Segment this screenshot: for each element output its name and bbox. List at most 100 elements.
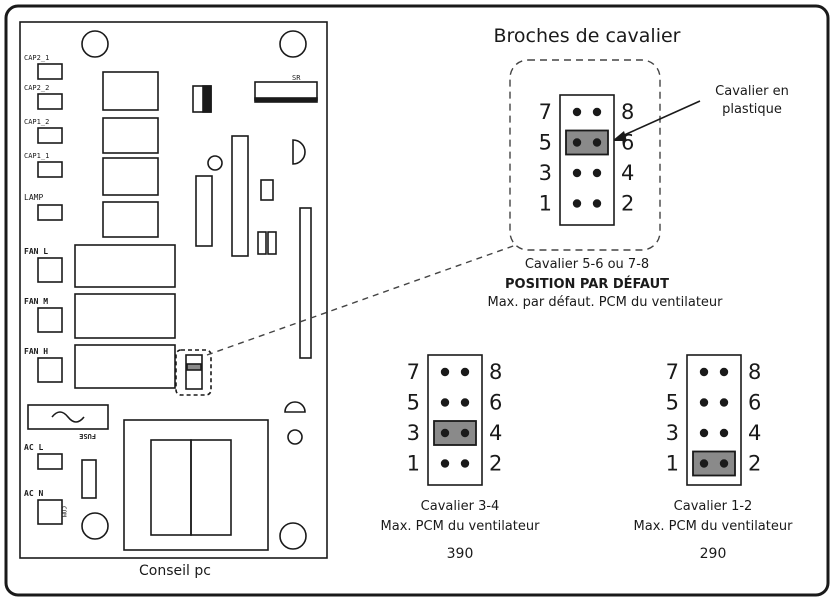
j12-value: 290	[700, 546, 727, 562]
pin	[572, 168, 582, 178]
j34-caption: Cavalier 3-4	[421, 499, 500, 514]
pin-number-right: 8	[748, 360, 761, 384]
pin-number-right: 4	[621, 161, 634, 185]
pin	[699, 459, 709, 468]
pin-header-j34	[427, 354, 483, 486]
mounting-hole	[81, 30, 109, 58]
pin	[572, 138, 582, 147]
pin-number-left: 1	[666, 452, 679, 476]
jumper-cap-j34	[433, 420, 477, 446]
pc-board	[19, 21, 328, 559]
jumper-pins-title: Broches de cavalier	[494, 25, 681, 47]
label-fuse: FUSE	[79, 432, 96, 440]
j34-value: 390	[447, 546, 474, 562]
ic-chip	[195, 175, 213, 247]
j12-description: Max. PCM du ventilateur	[634, 519, 794, 534]
relay	[102, 157, 159, 196]
pin-number-right: 6	[748, 391, 761, 415]
pin	[460, 367, 470, 377]
callout-arrowhead	[612, 131, 627, 141]
pin	[719, 459, 729, 468]
board-outline	[19, 21, 328, 559]
mounting-hole	[81, 512, 109, 540]
pin	[699, 428, 709, 438]
label-com: COM	[60, 506, 67, 517]
pin-number-left: 3	[539, 161, 552, 185]
relay	[102, 71, 159, 111]
pin	[592, 168, 602, 178]
heatsink	[299, 207, 312, 359]
board-jumper-highlight	[175, 349, 212, 396]
pin	[572, 199, 582, 208]
pin	[699, 367, 709, 377]
fuse-holder	[27, 404, 109, 430]
pin-number-right: 4	[748, 421, 761, 445]
default-description: Max. par défaut. PCM du ventilateur	[487, 295, 723, 310]
board-caption: Conseil pc	[139, 563, 211, 579]
pin	[592, 199, 602, 208]
default-subtitle: POSITION PAR DÉFAUT	[505, 276, 669, 292]
component	[231, 135, 249, 257]
default-block-outline	[509, 59, 661, 251]
cap1-2-connector	[37, 127, 63, 144]
pin	[719, 367, 729, 377]
pin-number-left: 1	[407, 452, 420, 476]
label-cap2-2: CAP2_2	[24, 84, 49, 92]
relay	[74, 293, 176, 339]
pin	[572, 107, 582, 117]
pin-number-left: 7	[407, 360, 420, 384]
pin-number-right: 2	[621, 192, 634, 216]
component	[207, 155, 223, 171]
cap2-1-connector	[37, 63, 63, 80]
relay	[74, 344, 176, 389]
pin-number-right: 2	[489, 452, 502, 476]
component	[260, 179, 274, 201]
pin	[719, 428, 729, 438]
callout-arrow-line	[621, 100, 701, 137]
transformer	[123, 419, 269, 551]
pin-number-left: 5	[666, 391, 679, 415]
mounting-hole	[279, 30, 307, 58]
label-cap1-2: CAP1_2	[24, 118, 49, 126]
callout-line1: Cavalier en	[715, 84, 789, 99]
pin-number-right: 2	[748, 452, 761, 476]
pin-number-left: 7	[666, 360, 679, 384]
label-fan-l: FAN L	[24, 247, 48, 256]
label-ac-l: AC L	[24, 443, 43, 452]
label-cap1-1: CAP1_1	[24, 152, 49, 160]
transformer-coil	[190, 439, 232, 536]
component	[284, 401, 306, 413]
pin-number-left: 7	[539, 100, 552, 124]
board-jumper-cap	[186, 363, 202, 371]
callout-line2: plastique	[722, 102, 782, 117]
ac-l-connector	[37, 453, 63, 470]
j12-caption: Cavalier 1-2	[674, 499, 753, 514]
pin	[460, 459, 470, 468]
relay	[102, 201, 159, 238]
pin	[440, 398, 450, 407]
default-caption: Cavalier 5-6 ou 7-8	[525, 257, 649, 272]
pin	[440, 428, 450, 438]
relay	[74, 244, 176, 288]
cap1-1-connector	[37, 161, 63, 178]
relay	[102, 117, 159, 154]
fan-h-connector	[37, 357, 63, 383]
pin-number-left: 5	[407, 391, 420, 415]
lamp-connector	[37, 204, 63, 221]
pin	[719, 398, 729, 407]
board-jumper-header	[185, 354, 203, 390]
label-fan-m: FAN M	[24, 297, 48, 306]
pin-number-left: 1	[539, 192, 552, 216]
pin	[460, 398, 470, 407]
pin-number-right: 8	[489, 360, 502, 384]
component	[287, 429, 303, 445]
label-fan-h: FAN H	[24, 347, 48, 356]
pin-number-right: 4	[489, 421, 502, 445]
pin	[440, 367, 450, 377]
pin-number-left: 3	[666, 421, 679, 445]
pin-header-default	[559, 94, 615, 226]
jumper-cap-j12	[692, 450, 736, 477]
